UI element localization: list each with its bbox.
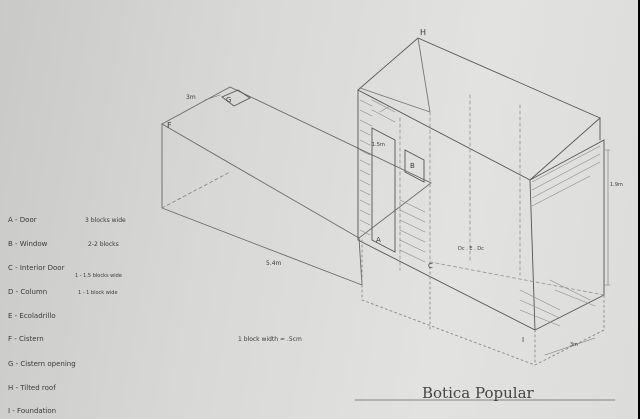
- label-F: F: [167, 121, 172, 130]
- block-width-note: 1 block width = .5cm: [238, 336, 302, 343]
- legend-item-C: C - Interior Door: [8, 264, 65, 272]
- dimension-lines: [204, 94, 611, 356]
- foundation-lines: [361, 239, 605, 366]
- dim-cistern-length: 5.4m: [266, 260, 282, 267]
- legend-item-F: F - Cistern: [8, 335, 44, 343]
- dim-depth: 3m: [570, 342, 578, 348]
- interior-hidden-lines: [399, 94, 605, 296]
- legend-item-H: H - Tilted roof: [8, 384, 56, 392]
- cistern-front-face: [161, 123, 363, 286]
- legend-note-C: 1 - 1.5 blocks wide: [75, 273, 122, 279]
- roof-right-gable: [529, 117, 601, 181]
- drawing-title: Botica Popular: [422, 384, 535, 402]
- label-B: B: [410, 162, 415, 170]
- door-opening: [371, 127, 396, 253]
- house-structure: [357, 37, 605, 366]
- label-C: C: [428, 262, 433, 270]
- legend-item-A: A - Door: [8, 216, 37, 224]
- dim-wall-height: 1.9m: [610, 182, 623, 188]
- legend-item-I: I - Foundation: [8, 407, 56, 415]
- cistern-opening: [221, 89, 251, 107]
- legend-note-B: 2-2 blocks: [88, 241, 119, 248]
- legend-note-A: 3 blocks wide: [85, 217, 126, 224]
- dim-door-height: 1.5m: [372, 142, 385, 148]
- legend: A - Door 3 blocks wide B - Window 2-2 bl…: [8, 216, 126, 415]
- side-wall: [529, 139, 605, 331]
- front-wall: [357, 89, 536, 331]
- label-I: I: [522, 336, 524, 344]
- cistern-hidden-edge: [161, 171, 231, 209]
- legend-item-E: E - Ecoladrillo: [8, 312, 56, 320]
- dim-cistern-top: 3m: [186, 94, 196, 101]
- roof-front-gable: [359, 37, 431, 113]
- legend-item-D: D - Column: [8, 288, 47, 296]
- roof-left-slope: [357, 37, 601, 119]
- cistern-box: [161, 86, 432, 286]
- legend-item-G: G - Cistern opening: [8, 360, 76, 368]
- legend-item-B: B - Window: [8, 240, 48, 248]
- roof-eave: [357, 89, 531, 181]
- brick-hatching: [359, 99, 601, 327]
- label-H: H: [420, 28, 426, 37]
- window-opening: [404, 149, 425, 183]
- label-G: G: [226, 96, 231, 104]
- label-A: A: [376, 236, 381, 244]
- dim-interior: Dc . E . Dc: [458, 246, 484, 252]
- legend-note-D: 1 - 1 block wide: [78, 290, 118, 296]
